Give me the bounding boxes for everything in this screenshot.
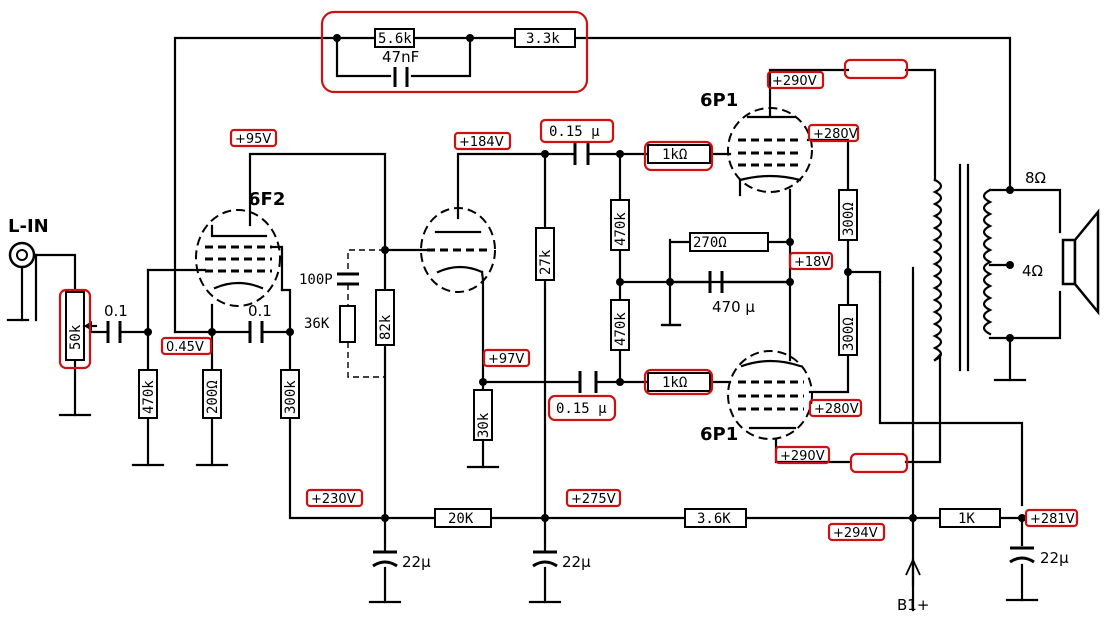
wiring — [34, 36, 1062, 612]
voltage-281: +281V — [1030, 512, 1075, 527]
coupling-cap-lower-value: 0.15 μ — [556, 401, 607, 417]
voltage-labels: +95V 0.45V +184V +97V +230V +275V +294V … — [160, 70, 1079, 542]
highlight-marks: 0.15 μ 0.15 μ — [58, 10, 909, 474]
voltage-280-lower: +280V — [814, 402, 859, 417]
grid-stop-lower-value: 1kΩ — [662, 375, 687, 391]
capacitors: 0.1 0.1 47nF 100P 36K 470 μ 22μ 22μ 22μ — [104, 48, 1069, 571]
decoupling-cap-2-value: 22μ — [562, 553, 591, 571]
tube-phase-inverter — [420, 207, 496, 293]
b-plus-arrow-icon — [905, 557, 921, 587]
tube-6p1-upper — [727, 107, 813, 197]
decoupling-cap-3-value: 22μ — [1040, 549, 1069, 567]
dashed-cap-value: 100P — [299, 272, 333, 288]
tube-6f2 — [195, 209, 284, 307]
decoupling-resistor-1-value: 20K — [448, 511, 474, 527]
voltage-294: +294V — [833, 526, 878, 541]
grid-resistor-upper-value: 470k — [613, 212, 629, 246]
feedback-resistor-1-value: 5.6k — [378, 31, 412, 47]
input-jack[interactable] — [8, 241, 36, 322]
b-plus-label: B1+ — [897, 596, 929, 614]
dashed-resistor-value: 36K — [304, 316, 330, 332]
pi-plate-resistor-value: 27k — [538, 249, 554, 275]
tube-6p1-upper-label: 6P1 — [700, 90, 738, 111]
bias-cap-value: 470 μ — [712, 298, 755, 316]
cathode-resistor-1-value: 200Ω — [205, 380, 221, 414]
screen-resistor-upper-value: 300Ω — [841, 202, 857, 236]
voltage-045: 0.45V — [166, 340, 204, 355]
voltage-280-upper: +280V — [813, 127, 858, 142]
grid-stop-upper-value: 1kΩ — [662, 147, 687, 163]
feedback-resistor-2-value: 3.3k — [526, 31, 560, 47]
ground-symbols — [6, 253, 1039, 604]
decoupling-resistor-3-value: 1K — [958, 511, 975, 527]
resistors: 50k 470k 200Ω 300k 82k 30k 27k 470k 470k… — [65, 28, 1001, 528]
grid-resistor-lower-value: 470k — [613, 312, 629, 346]
feedback-cap-value: 47nF — [382, 48, 419, 66]
dashed-rc-network — [347, 249, 385, 378]
load-resistor-value: 82k — [378, 314, 394, 340]
speaker-icon — [1061, 208, 1100, 316]
volume-pot-value: 50k — [68, 324, 84, 350]
tube-6p1-lower — [727, 350, 813, 440]
voltage-18: +18V — [794, 255, 830, 270]
decoupling-cap-1-value: 22μ — [402, 553, 431, 571]
coupling-cap-1-value: 0.1 — [248, 302, 272, 320]
decoupling-resistor-2-value: 3.6K — [697, 511, 731, 527]
plate-resistor-1-value: 300k — [283, 380, 299, 414]
tube-6p1-lower-label: 6P1 — [700, 424, 738, 445]
voltage-290-lower: +290V — [780, 449, 825, 464]
voltage-275: +275V — [571, 492, 616, 507]
tap-8-ohm-label: 8Ω — [1025, 169, 1046, 187]
input-label: L-IN — [8, 216, 49, 237]
bias-resistor-value: 270Ω — [693, 235, 727, 251]
voltage-97: +97V — [488, 352, 524, 367]
screen-resistor-lower-value: 300Ω — [841, 317, 857, 351]
input-cap-value: 0.1 — [104, 302, 128, 320]
voltage-184: +184V — [459, 135, 504, 150]
voltage-230: +230V — [311, 492, 356, 507]
voltage-95: +95V — [235, 132, 271, 147]
output-transformer — [932, 163, 993, 372]
tap-4-ohm-label: 4Ω — [1022, 262, 1043, 280]
tube-6f2-label: 6F2 — [248, 189, 285, 210]
voltage-290-upper: +290V — [772, 74, 817, 89]
pi-cathode-resistor-value: 30k — [476, 412, 492, 438]
junction-dots — [144, 34, 1026, 522]
grid-resistor-1-value: 470k — [141, 380, 157, 414]
coupling-cap-upper-value: 0.15 μ — [549, 124, 600, 140]
